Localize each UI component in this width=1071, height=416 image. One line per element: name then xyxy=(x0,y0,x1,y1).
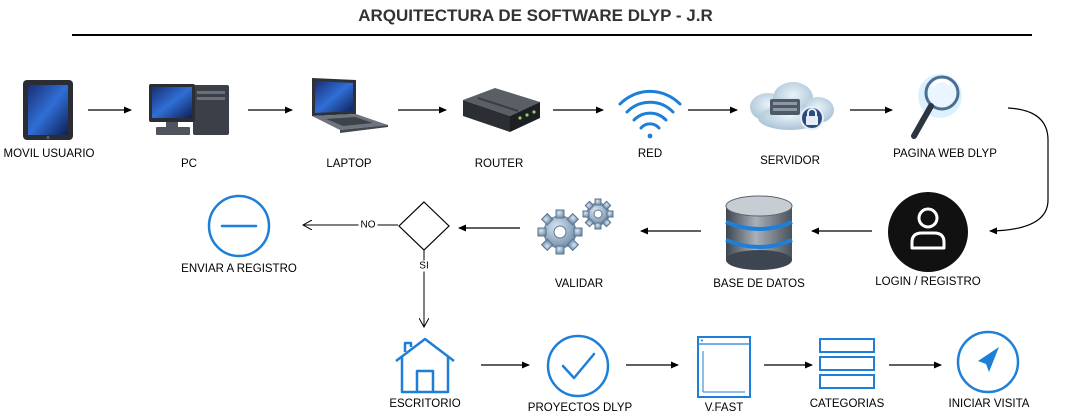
label-escritorio: ESCRITORIO xyxy=(389,398,461,410)
label-pc: PC xyxy=(181,158,197,170)
edge-label-no: NO xyxy=(358,219,378,231)
label-servidor: SERVIDOR xyxy=(760,155,820,167)
label-categorias: CATEGORIAS xyxy=(809,398,885,410)
desktop-computer-icon xyxy=(149,84,229,135)
wifi-icon xyxy=(618,89,682,139)
title-underline xyxy=(72,34,1032,36)
secure-server-icon xyxy=(750,82,834,130)
label-red: RED xyxy=(637,148,663,160)
window-icon xyxy=(697,336,751,398)
database-icon xyxy=(725,195,793,270)
edge-label-si: SI xyxy=(417,260,431,272)
check-circle-icon xyxy=(546,334,610,398)
label-enviar-a-registro: ENVIAR A REGISTRO xyxy=(181,263,297,275)
minus-circle-icon xyxy=(207,194,271,258)
label-movil-usuario: MOVIL USUARIO xyxy=(3,148,95,160)
home-icon xyxy=(395,337,455,394)
user-icon xyxy=(888,192,968,272)
label-pagina-web: PAGINA WEB DLYP xyxy=(893,148,997,160)
gears-icon xyxy=(537,198,614,255)
tablet-icon xyxy=(23,80,73,140)
router-icon xyxy=(463,88,540,132)
list-icon xyxy=(819,338,875,389)
navigation-icon xyxy=(956,330,1020,394)
label-iniciar-visita: INICIAR VISITA xyxy=(948,398,1030,410)
label-login-registro: LOGIN / REGISTRO xyxy=(875,276,981,288)
decision-diamond xyxy=(398,201,450,251)
label-laptop: LAPTOP xyxy=(326,158,372,170)
laptop-icon xyxy=(312,78,388,133)
label-proyectos-dlyp: PROYECTOS DLYP xyxy=(527,402,633,414)
label-base-de-datos: BASE DE DATOS xyxy=(713,278,805,290)
label-router: ROUTER xyxy=(474,158,524,170)
magnifier-icon xyxy=(911,74,962,139)
diagram-title: ARQUITECTURA DE SOFTWARE DLYP - J.R xyxy=(358,6,713,25)
label-validar: VALIDAR xyxy=(554,278,604,290)
row1-arrows xyxy=(88,106,1049,235)
label-vfast: V.FAST xyxy=(704,402,744,414)
